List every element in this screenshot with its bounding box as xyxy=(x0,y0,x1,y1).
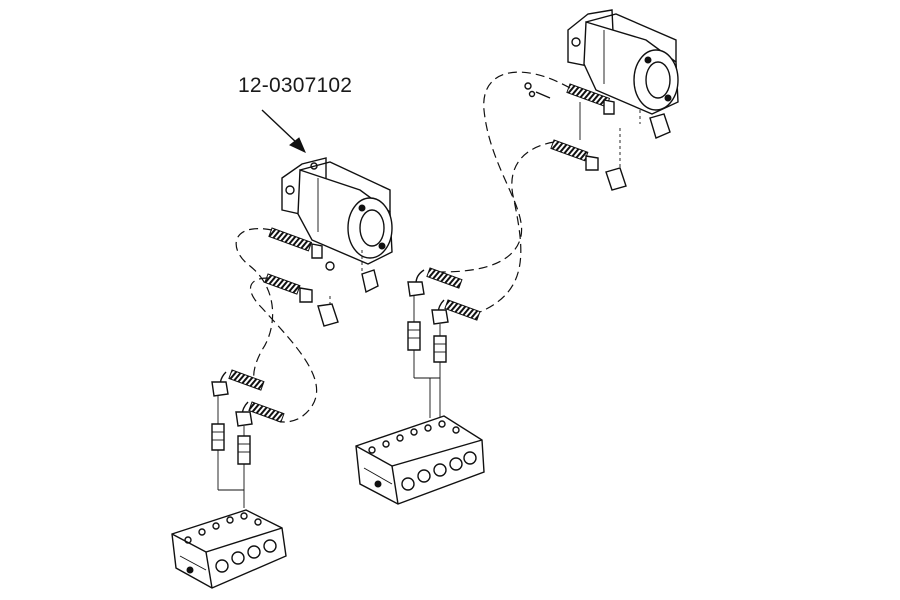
motor-right-fittings xyxy=(525,83,670,190)
motor-left xyxy=(282,158,392,264)
fittings-left xyxy=(212,370,284,508)
valve-block-left xyxy=(172,510,286,588)
hose-left-1 xyxy=(236,229,272,388)
hose-right-2 xyxy=(480,142,554,312)
motor-right xyxy=(568,10,678,114)
motor-left-fittings xyxy=(265,228,378,326)
callout-arrow xyxy=(262,110,305,152)
valve-block-right xyxy=(356,416,484,504)
part-number-callout: 12-0307102 xyxy=(238,74,353,97)
fittings-right xyxy=(408,268,480,418)
hose-right-1 xyxy=(440,72,570,272)
